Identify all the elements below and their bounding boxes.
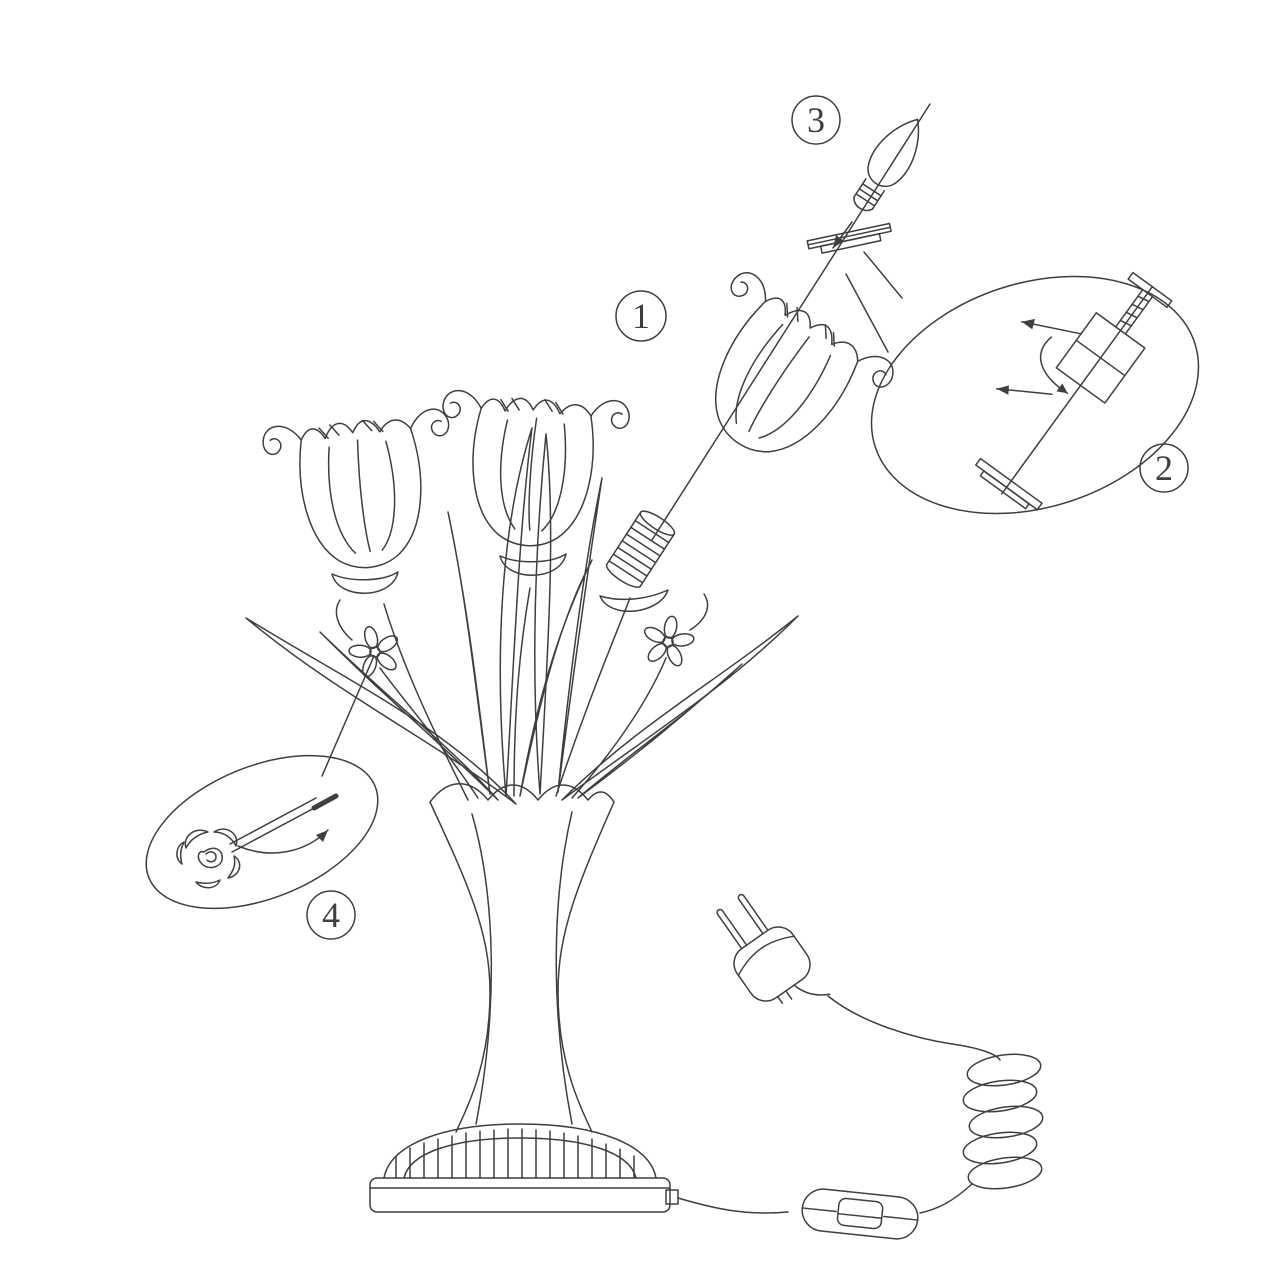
- step-number: 4: [322, 895, 340, 935]
- tulip-shade-center: [432, 387, 631, 576]
- step-number: 2: [1155, 448, 1173, 488]
- socket-detail-callout: [845, 251, 1200, 515]
- shade-holder: [499, 553, 567, 576]
- power-cord: [677, 995, 1044, 1214]
- step-marker-2: 2: [1139, 443, 1189, 493]
- flower-pin-head: [311, 793, 339, 811]
- socket-screw-head: [1127, 271, 1173, 309]
- step-marker-4: 4: [306, 890, 356, 940]
- callout-leader-line: [321, 655, 375, 777]
- step-circle: [791, 95, 841, 145]
- step-number: 1: [632, 296, 650, 336]
- step-circle: [306, 890, 356, 940]
- ring-nut: [806, 222, 892, 254]
- step-marker-3: 3: [791, 95, 841, 145]
- flower-pin: [229, 797, 319, 853]
- inline-switch: [801, 1188, 919, 1240]
- callout-leader-lines: [845, 251, 903, 353]
- flower-detail-callout: [145, 655, 379, 910]
- callout-ellipse: [145, 754, 379, 910]
- callout-ellipse: [870, 275, 1200, 515]
- tulip-shade-left: [260, 406, 464, 594]
- base-plinth: [369, 1177, 671, 1213]
- cord-exit: [665, 1189, 679, 1205]
- mounting-axis-line: [651, 103, 931, 541]
- lamp-base: [369, 1123, 679, 1213]
- plug-pin: [737, 893, 769, 935]
- switch-rocker: [836, 1197, 884, 1230]
- candle-bulb: [832, 118, 920, 249]
- cord-coil: [962, 1053, 1044, 1190]
- stems: [379, 587, 667, 801]
- step-circle: [615, 290, 667, 342]
- line-art: 1 2 3 4: [145, 95, 1200, 1240]
- shade-holder: [331, 571, 399, 594]
- plug-pin: [716, 908, 748, 950]
- socket-axis: [1001, 285, 1154, 495]
- rose-flower: [176, 828, 241, 889]
- step-number: 3: [807, 100, 825, 140]
- step-circle: [1139, 443, 1189, 493]
- socket-holder: [599, 589, 669, 613]
- leaves: [245, 427, 799, 805]
- step-marker-1: 1: [615, 290, 667, 342]
- step1-exploded-shade: [599, 103, 931, 613]
- vase-body: [429, 783, 615, 1133]
- power-plug: [716, 893, 831, 1004]
- threaded-socket-tube: [605, 510, 676, 588]
